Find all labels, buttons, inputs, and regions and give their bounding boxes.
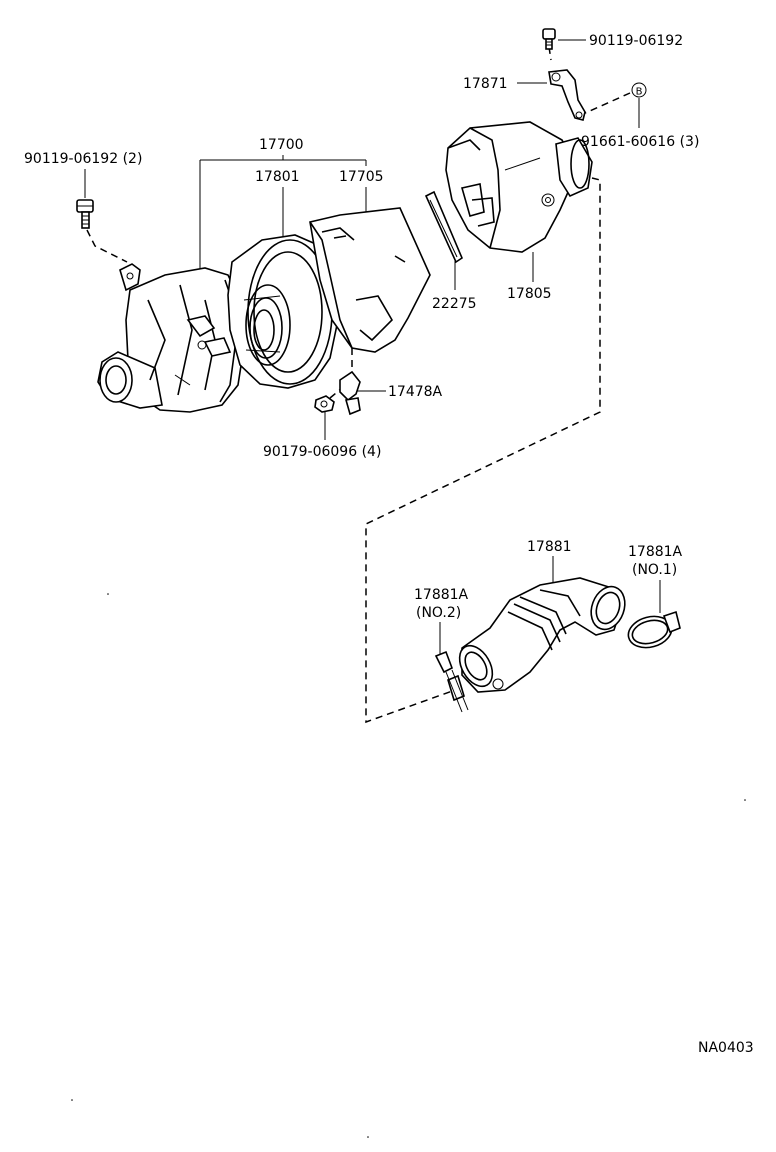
hose-clamp-no1-icon [627,610,681,649]
hose-clamp-no2-icon [434,650,469,713]
air-hose-icon [458,577,626,693]
label-clamp-no1: 17881A [628,544,683,560]
bolt-top-icon [542,28,556,50]
nut-icon [314,395,335,413]
bracket-icon [548,69,586,121]
scan-specks [71,593,746,1138]
air-cleaner-case-icon [97,263,246,413]
air-cleaner-cap-icon [309,207,431,353]
label-clamp-no2: 17881A [414,587,469,603]
label-element: 17801 [255,169,300,185]
label-gasket: 22275 [432,296,477,312]
label-bracket: 17871 [463,76,508,92]
air-filter-element-icon [227,234,339,389]
ref-marker-letter: B [636,87,643,98]
bolt-left-icon [76,199,94,229]
label-hose: 17881 [527,539,572,555]
label-clamp-no2-sub: (NO.2) [416,605,461,621]
label-clamp-no1-sub: (NO.1) [632,562,677,578]
wing-clip-icon [339,370,361,416]
label-air-cleaner-assy: 17700 [259,137,304,153]
label-nut: 90179-06096 (4) [263,444,381,460]
label-diagram-code: NA0403 [698,1040,754,1056]
ref-marker-b: B [631,82,647,98]
label-bolt-top: 90119-06192 [589,33,683,49]
air-cleaner-cap-sub-icon [445,121,593,253]
label-clamp-wing: 17478A [388,384,443,400]
gasket-icon [424,190,463,264]
label-bolt-left: 90119-06192 (2) [24,151,142,167]
label-bolt-right: 91661-60616 (3) [581,134,699,150]
leader-lines [84,39,661,660]
label-cap: 17705 [339,169,384,185]
label-cap-sub: 17805 [507,286,552,302]
